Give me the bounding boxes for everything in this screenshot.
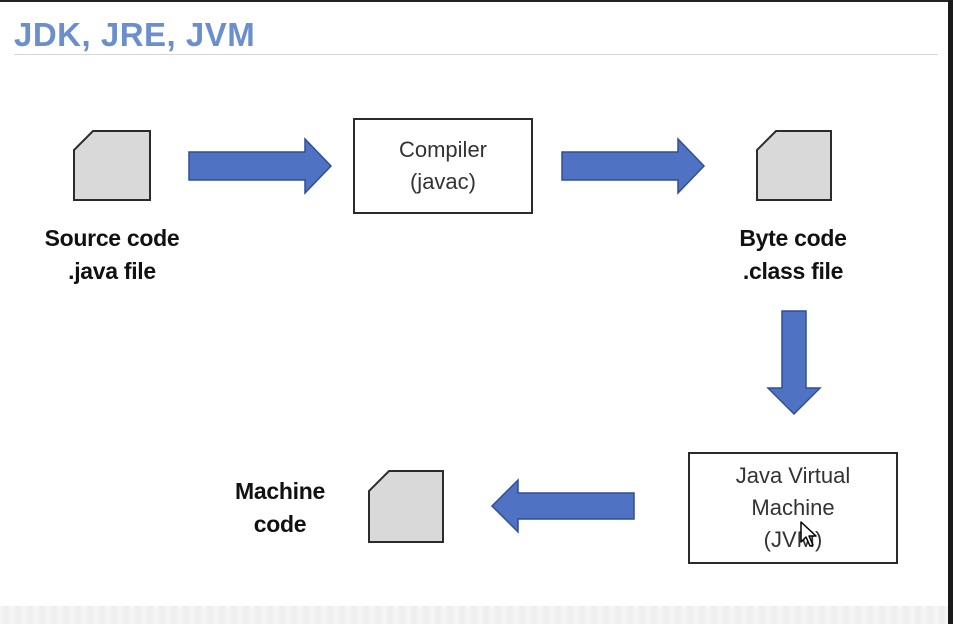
compiler-box: Compiler (javac) — [353, 118, 533, 214]
byte-code-title: Byte code — [739, 225, 847, 251]
jvm-label-line1: Java Virtual — [735, 463, 851, 488]
machine-code-subtitle: code — [253, 511, 307, 537]
bytecode-document-icon — [756, 130, 832, 201]
footer-strip — [0, 606, 948, 624]
machine-document-icon — [368, 470, 444, 543]
machine-code-title: Machine — [235, 478, 325, 504]
byte-code-label: Byte code .class file — [718, 222, 868, 288]
compiler-label: Compiler — [398, 137, 488, 162]
top-border — [0, 0, 953, 2]
source-code-label: Source code .java file — [32, 222, 192, 288]
arrow-down-icon — [766, 310, 822, 416]
source-document-icon — [73, 130, 151, 201]
arrow-right-icon — [188, 137, 333, 195]
source-code-subtitle: .java file — [68, 258, 156, 284]
mouse-cursor-icon — [800, 521, 817, 547]
byte-code-subtitle: .class file — [742, 258, 844, 284]
page-title: JDK, JRE, JVM — [14, 16, 256, 53]
arrow-right-icon — [561, 137, 706, 195]
jvm-box: Java Virtual Machine (JVM) — [688, 452, 898, 564]
right-edge — [948, 0, 953, 624]
compiler-sublabel: (javac) — [409, 169, 476, 194]
jvm-label-line3: (JVM) — [763, 527, 823, 552]
arrow-left-icon — [490, 478, 635, 534]
title-divider — [14, 54, 938, 55]
jvm-label-line2: Machine — [751, 495, 835, 520]
machine-code-label: Machine code — [220, 475, 340, 541]
source-code-title: Source code — [44, 225, 180, 251]
